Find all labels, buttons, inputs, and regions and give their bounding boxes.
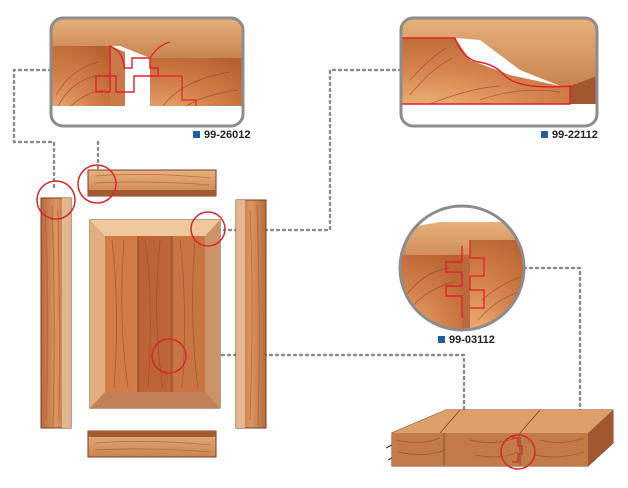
callout-board-joint [500, 434, 536, 470]
tongue-and-groove-board [385, 409, 614, 470]
code-text: 99-03112 [449, 334, 495, 346]
callout-circles [36, 164, 226, 374]
connector-tongue-and-groove-left [184, 353, 466, 420]
detail-panel-raise [399, 16, 599, 128]
code-text: 99-22112 [552, 129, 598, 141]
code-text: 99-26012 [204, 129, 251, 141]
code-marker-square [438, 336, 445, 343]
code-label-tongue-and-groove: 99-03112 [438, 334, 495, 346]
code-label-rail-and-stile: 99-26012 [193, 129, 251, 141]
code-marker-square [193, 131, 200, 138]
connector-panel-raise [222, 68, 403, 232]
detail-rail-and-stile [49, 16, 245, 128]
callout-rail-end [77, 164, 117, 204]
bottom-rail [87, 430, 217, 458]
code-label-panel-raise: 99-22112 [541, 129, 598, 141]
left-stile [40, 197, 72, 429]
callout-stile-top [36, 180, 76, 220]
connector-rail-and-stile [12, 68, 56, 190]
right-stile [235, 199, 267, 429]
code-marker-square [541, 131, 548, 138]
raised-panel [89, 219, 221, 409]
callout-panel-joint [151, 338, 187, 374]
top-rail [87, 169, 217, 197]
callout-panel-edge [190, 211, 226, 247]
detail-tongue-and-groove [398, 204, 526, 332]
door-parts [40, 169, 267, 458]
